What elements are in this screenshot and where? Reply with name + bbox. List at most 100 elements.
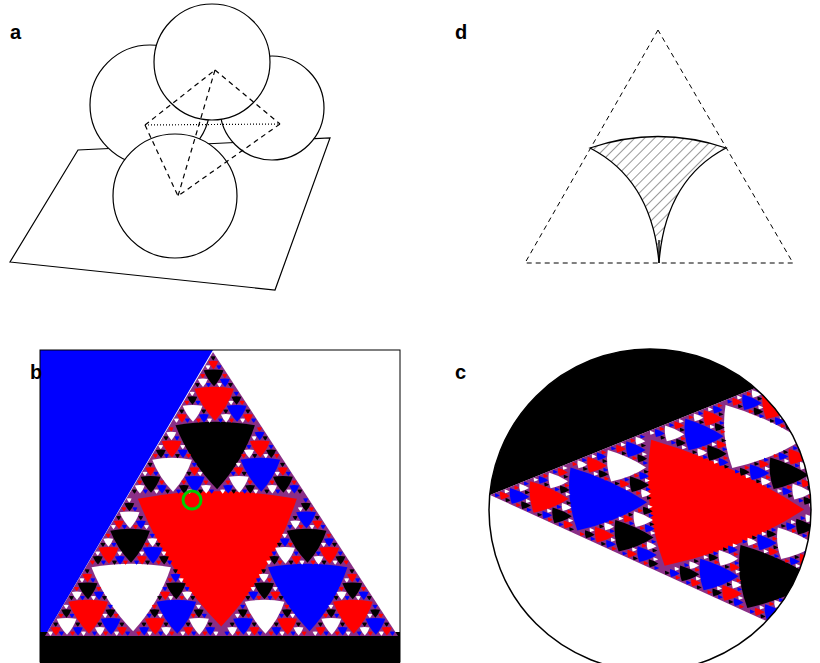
basin-region: [124, 503, 134, 511]
basin-region: [156, 543, 161, 547]
basin-region: [691, 579, 701, 587]
basin-region: [367, 596, 372, 600]
basin-region: [500, 492, 510, 500]
basin-region: [727, 582, 732, 586]
basin-region: [760, 606, 765, 610]
basin-region: [326, 534, 331, 538]
basin-region: [115, 556, 125, 564]
basin-region: [278, 467, 288, 475]
basin-region: [774, 454, 779, 458]
basin-region: [647, 496, 652, 500]
basin-region: [177, 414, 187, 422]
basin-region: [781, 379, 801, 395]
basin-region: [134, 560, 139, 564]
basin-region: [70, 631, 75, 635]
basin-region: [166, 582, 186, 599]
basin-region: [737, 587, 742, 591]
basin-region: [246, 445, 251, 449]
basin-region: [703, 455, 708, 459]
basin-region: [240, 418, 245, 422]
basin-region: [57, 618, 77, 635]
basin-region: [804, 589, 820, 605]
basin-region: [209, 489, 214, 493]
basin-region: [787, 394, 792, 398]
basin-region: [652, 548, 657, 552]
basin-region: [796, 564, 801, 568]
basin-region: [631, 439, 636, 443]
basin-region: [291, 631, 296, 635]
basin-region: [759, 414, 764, 418]
basin-region: [761, 477, 771, 485]
basin-region: [234, 392, 239, 396]
basin-region: [187, 396, 197, 404]
basin-region: [357, 631, 362, 635]
basin-region: [562, 503, 572, 511]
basin-region: [799, 499, 804, 503]
basin-region: [273, 587, 278, 591]
basin-region: [114, 631, 119, 635]
basin-region: [559, 522, 564, 526]
basin-region: [715, 423, 725, 431]
basin-region: [297, 489, 302, 493]
basin-region: [669, 423, 674, 427]
basin-region: [771, 382, 781, 390]
basin-region: [789, 594, 794, 598]
basin-region: [324, 538, 334, 546]
basin-region: [800, 416, 805, 420]
basin-region: [516, 503, 521, 507]
basin-region: [150, 609, 160, 617]
basin-region: [333, 560, 338, 564]
basin-region: [288, 560, 293, 564]
basin-region: [111, 525, 116, 529]
basin-region: [251, 418, 256, 422]
basin-region: [730, 563, 740, 571]
basin-region: [179, 578, 184, 582]
basin-region: [525, 490, 530, 494]
basin-region: [652, 540, 657, 544]
basin-region: [95, 627, 105, 635]
basin-region: [167, 560, 172, 564]
basin-region: [153, 472, 158, 476]
basin-region: [728, 546, 738, 554]
basin-region: [143, 489, 148, 493]
basin-region: [564, 475, 569, 479]
basin-region: [779, 452, 789, 460]
basin-region: [812, 530, 817, 534]
basin-region: [316, 552, 321, 556]
basin-region: [117, 627, 127, 635]
basin-region: [291, 556, 301, 564]
basin-region: [567, 510, 572, 514]
basin-region: [80, 596, 85, 600]
basin-region: [64, 605, 69, 609]
basin-region: [650, 522, 655, 526]
basin-region: [103, 614, 108, 618]
basin-region: [123, 560, 128, 564]
basin-region: [815, 602, 820, 610]
basin-region: [795, 555, 800, 559]
basin-region: [103, 631, 108, 635]
basin-region: [347, 574, 357, 582]
basin-region: [807, 624, 820, 640]
basin-region: [625, 477, 630, 481]
basin-region: [734, 598, 744, 606]
basin-region: [101, 560, 106, 564]
basin-region: [361, 587, 366, 591]
basin-region: [379, 631, 384, 635]
basin-region: [819, 591, 820, 595]
basin-region: [543, 474, 548, 478]
basin-region: [655, 429, 665, 437]
basin-region: [309, 507, 314, 511]
basin-fractal-zoom: [480, 300, 820, 663]
basin-region: [94, 591, 104, 599]
basin-region: [723, 547, 728, 551]
basin-fractal: [40, 350, 400, 663]
basin-region: [280, 463, 285, 467]
basin-region: [165, 489, 170, 493]
basin-region: [141, 623, 146, 627]
basin-region: [267, 485, 277, 493]
basin-region: [558, 468, 568, 476]
basin-region: [622, 551, 627, 555]
basin-region: [322, 560, 327, 564]
basin-region: [148, 463, 153, 467]
